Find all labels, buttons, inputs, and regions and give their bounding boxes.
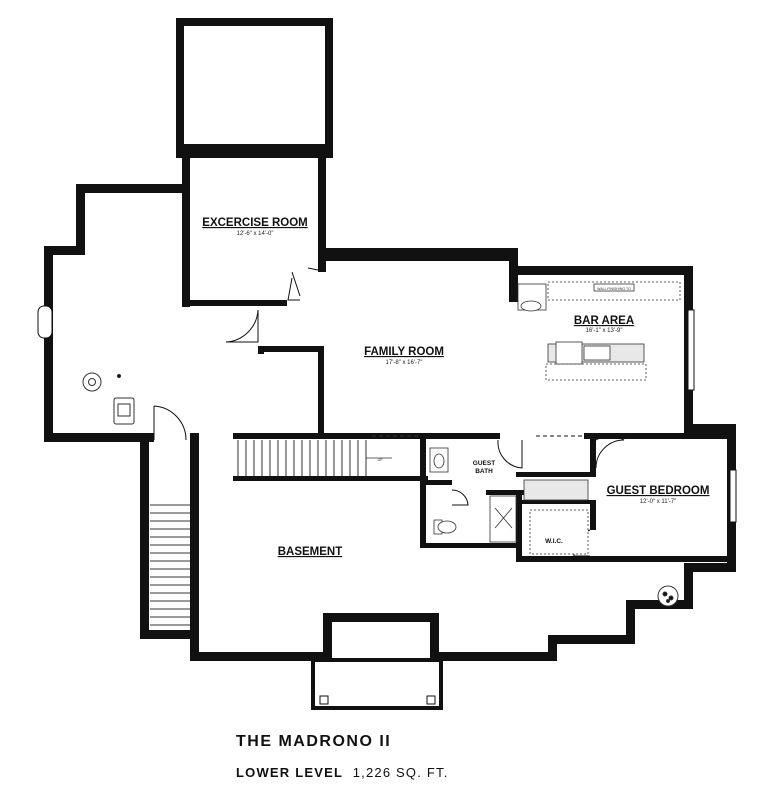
bar-fixtures xyxy=(517,281,681,381)
bump-out xyxy=(311,658,443,710)
floor-plan: UP WALL FINISHING TO xyxy=(37,18,737,710)
level-label: LOWER LEVEL xyxy=(236,765,344,780)
family-room-label: FAMILY ROOM xyxy=(364,346,444,358)
bar-area-dims: 16'-1" x 13'-9" xyxy=(586,328,623,334)
stair-middle xyxy=(237,435,420,476)
exercise-room-label: EXCERCISE ROOM xyxy=(202,217,307,229)
bath-fixtures xyxy=(429,447,589,555)
guest-bedroom-label: GUEST BEDROOM xyxy=(607,485,710,497)
plan-subtitle: LOWER LEVEL 1,226 SQ. FT. xyxy=(236,765,449,780)
exterior-walls xyxy=(44,18,736,661)
wic-label: W.I.C. xyxy=(545,538,563,545)
exercise-room-dims: 12'-6" x 14'-0" xyxy=(237,231,274,237)
guest-bath-label-line1: GUEST xyxy=(473,460,495,467)
doors xyxy=(153,267,625,557)
windows xyxy=(37,305,737,523)
stair-up-mark: UP xyxy=(378,458,384,462)
level-area: 1,226 SQ. FT. xyxy=(352,765,449,780)
stair-left xyxy=(150,504,190,626)
family-room-dims: 17'-8" x 16'-7" xyxy=(386,360,423,366)
utility-fixtures xyxy=(82,372,679,607)
wall-note: WALL FINISHING TO xyxy=(597,287,631,291)
plan-title: THE MADRONO II xyxy=(236,733,392,750)
interior-walls xyxy=(182,300,734,562)
guest-bath-label-line2: BATH xyxy=(475,468,493,475)
guest-bedroom-dims: 12'-0" x 11'-7" xyxy=(640,499,676,505)
basement-label: BASEMENT xyxy=(278,546,343,558)
bar-area-label: BAR AREA xyxy=(574,315,634,327)
